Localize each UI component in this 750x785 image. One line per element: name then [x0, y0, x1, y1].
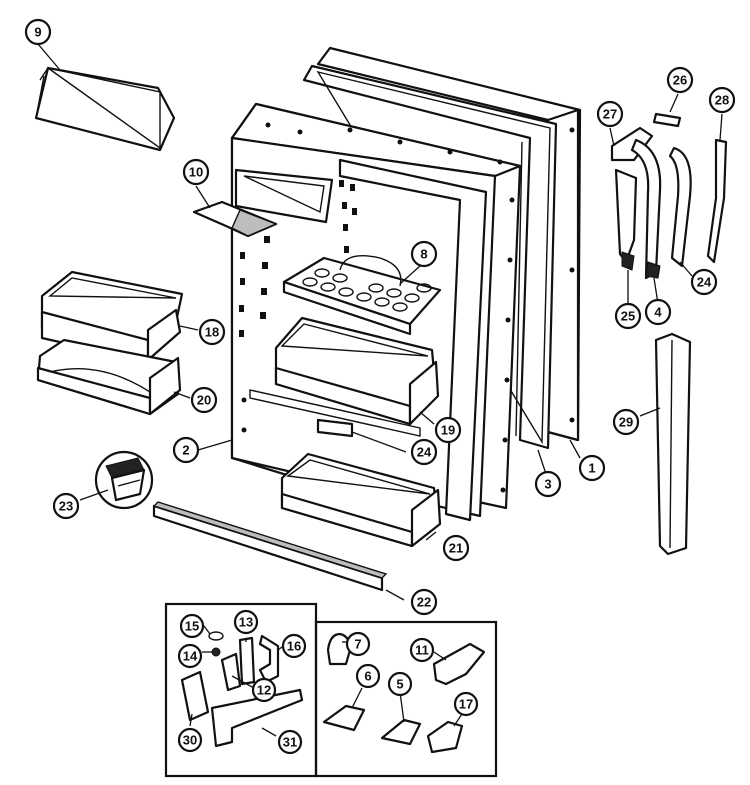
- callout-15: 15: [179, 613, 205, 639]
- leader-lines: [37, 43, 723, 737]
- svg-text:30: 30: [183, 733, 197, 748]
- callout-24-right: 24: [690, 268, 718, 296]
- svg-text:16: 16: [287, 639, 301, 654]
- callout-5: 5: [387, 671, 413, 697]
- callout-25: 25: [614, 302, 642, 330]
- svg-text:13: 13: [239, 615, 253, 630]
- callout-16: 16: [281, 633, 307, 659]
- breaker-strip: [152, 501, 388, 592]
- svg-text:18: 18: [205, 325, 219, 340]
- dairy-door: [34, 66, 176, 152]
- svg-text:5: 5: [396, 677, 403, 692]
- door-bin-center: [274, 316, 440, 426]
- callout-20: 20: [190, 386, 218, 414]
- svg-text:26: 26: [673, 73, 687, 88]
- callout-11: 11: [409, 637, 435, 663]
- svg-text:17: 17: [459, 697, 473, 712]
- callout-10: 10: [182, 158, 210, 186]
- svg-text:20: 20: [197, 393, 211, 408]
- svg-text:7: 7: [354, 637, 361, 652]
- callout-19: 19: [434, 416, 462, 444]
- egg-tray: [282, 255, 442, 336]
- callout-21: 21: [442, 534, 470, 562]
- svg-text:24: 24: [697, 275, 712, 290]
- clip-detail: [94, 450, 154, 510]
- handle-parts: [610, 112, 728, 280]
- svg-text:21: 21: [449, 541, 463, 556]
- callout-7: 7: [345, 631, 371, 657]
- svg-text:1: 1: [588, 461, 595, 476]
- callout-2: 2: [172, 436, 200, 464]
- callout-14: 14: [177, 643, 203, 669]
- part-24-trim: [668, 146, 692, 268]
- svg-text:28: 28: [715, 93, 729, 108]
- svg-text:29: 29: [619, 415, 633, 430]
- part-26-pad: [652, 112, 682, 128]
- callout-9: 9: [24, 18, 52, 46]
- callout-23: 23: [52, 492, 80, 520]
- svg-text:31: 31: [283, 735, 297, 750]
- callout-6: 6: [355, 663, 381, 689]
- svg-text:22: 22: [417, 595, 431, 610]
- door-bin-lower-left: [36, 338, 182, 416]
- callout-3: 3: [534, 470, 562, 498]
- door-bin-upper-left: [40, 270, 184, 364]
- svg-text:24: 24: [417, 445, 432, 460]
- callout-18: 18: [198, 318, 226, 346]
- callout-4: 4: [644, 298, 672, 326]
- callout-29: 29: [612, 408, 640, 436]
- trim-strip-center: [316, 418, 354, 438]
- svg-text:27: 27: [603, 107, 617, 122]
- long-trim-29: [654, 332, 692, 556]
- svg-text:10: 10: [189, 165, 203, 180]
- callout-1: 1: [578, 454, 606, 482]
- part-28-strip: [706, 138, 728, 264]
- svg-text:9: 9: [34, 25, 41, 40]
- part-4-handle: [630, 138, 662, 280]
- callout-28: 28: [708, 86, 736, 114]
- svg-text:6: 6: [364, 669, 371, 684]
- svg-text:19: 19: [441, 423, 455, 438]
- svg-text:12: 12: [257, 683, 271, 698]
- part-25-strap: [614, 168, 638, 264]
- callout-26: 26: [666, 66, 694, 94]
- callout-31: 31: [277, 729, 303, 755]
- svg-text:25: 25: [621, 309, 635, 324]
- svg-text:8: 8: [420, 247, 427, 262]
- svg-text:14: 14: [183, 649, 198, 664]
- callout-12: 12: [251, 677, 277, 703]
- callout-27: 27: [596, 100, 624, 128]
- svg-text:23: 23: [59, 499, 73, 514]
- svg-text:11: 11: [415, 643, 429, 658]
- callout-17: 17: [453, 691, 479, 717]
- callout-13: 13: [233, 609, 259, 635]
- callout-30: 30: [177, 727, 203, 753]
- svg-text:3: 3: [544, 477, 551, 492]
- svg-text:2: 2: [182, 443, 189, 458]
- callout-24-center: 24: [410, 438, 438, 466]
- svg-text:4: 4: [654, 305, 662, 320]
- svg-text:15: 15: [185, 619, 199, 634]
- callout-22: 22: [410, 588, 438, 616]
- door-bin-bottom: [280, 452, 442, 548]
- hardware-kit-left: [164, 602, 318, 778]
- dairy-handle: [192, 200, 278, 238]
- callout-8: 8: [410, 240, 438, 268]
